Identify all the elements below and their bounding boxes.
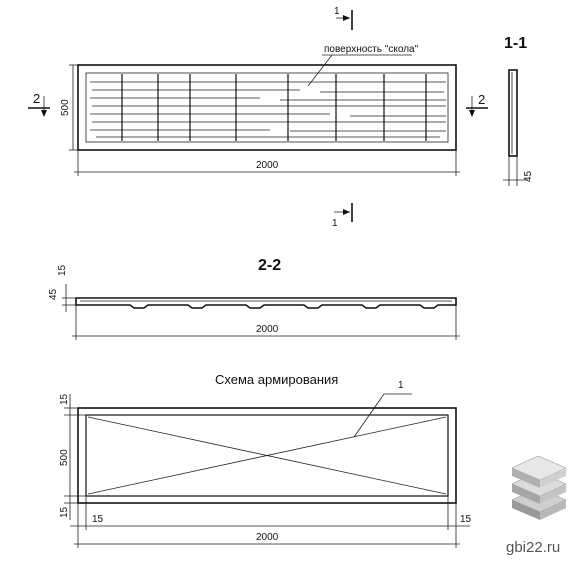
reinforcement-outer — [77, 407, 457, 504]
reinforcement-scheme: Схема армирования 1 15 500 15 15 15 2000 — [59, 372, 472, 548]
section-2-2-top-dim: 15 — [57, 264, 68, 276]
section-1-top-label: 1 — [334, 6, 340, 17]
plan-texture — [90, 81, 446, 138]
reinforcement-bottom-dim: 15 — [59, 506, 70, 518]
reinforcement-length-dim: 2000 — [256, 532, 279, 543]
plan-height-dim: 500 — [60, 99, 71, 116]
reinforcement-leader — [353, 393, 385, 438]
section-2-right-label: 2 — [478, 92, 485, 107]
section-1-1-thickness-dim: 45 — [523, 170, 534, 182]
plan-surface-note: поверхность "скола" — [324, 44, 419, 55]
reinforcement-right-dim: 15 — [460, 514, 472, 525]
section-1-bottom-label: 1 — [332, 218, 338, 229]
section-2-2-length-dim: 2000 — [256, 324, 279, 335]
stacked-slabs-icon — [511, 455, 567, 520]
reinforcement-inner — [85, 414, 449, 497]
reinforcement-left-dim: 15 — [92, 514, 104, 525]
section-2-2-profile — [75, 297, 457, 309]
reinforcement-top-dim: 15 — [59, 393, 70, 405]
section-2-2: 2-2 15 45 2000 — [48, 257, 460, 340]
rebar-diagonal-2 — [87, 416, 447, 495]
plan-joints — [121, 74, 427, 141]
plan-width-dim: 2000 — [256, 160, 279, 171]
section-2-left-arrow — [41, 110, 47, 117]
plan-inner-outline — [85, 72, 449, 143]
section-1-1-title: 1-1 — [504, 35, 527, 52]
reinforcement-title: Схема армирования — [215, 372, 338, 387]
plan-view: поверхность "скола" 1 1 2 2 500 2000 — [28, 6, 488, 229]
section-2-2-title: 2-2 — [258, 257, 281, 274]
reinforcement-callout: 1 — [398, 380, 404, 391]
section-1-top-arrow — [343, 15, 350, 21]
section-1-1: 1-1 45 — [503, 35, 534, 186]
section-2-2-height-dim: 45 — [48, 288, 59, 300]
section-1-bottom-arrow — [343, 209, 350, 215]
section-2-right-arrow — [469, 110, 475, 117]
plan-outline — [77, 64, 457, 151]
section-2-left-label: 2 — [33, 91, 40, 106]
watermark-text: gbi22.ru — [506, 539, 560, 556]
section-1-1-profile — [508, 69, 518, 157]
plan-note-leader — [307, 54, 333, 87]
reinforcement-height-dim: 500 — [59, 449, 70, 466]
